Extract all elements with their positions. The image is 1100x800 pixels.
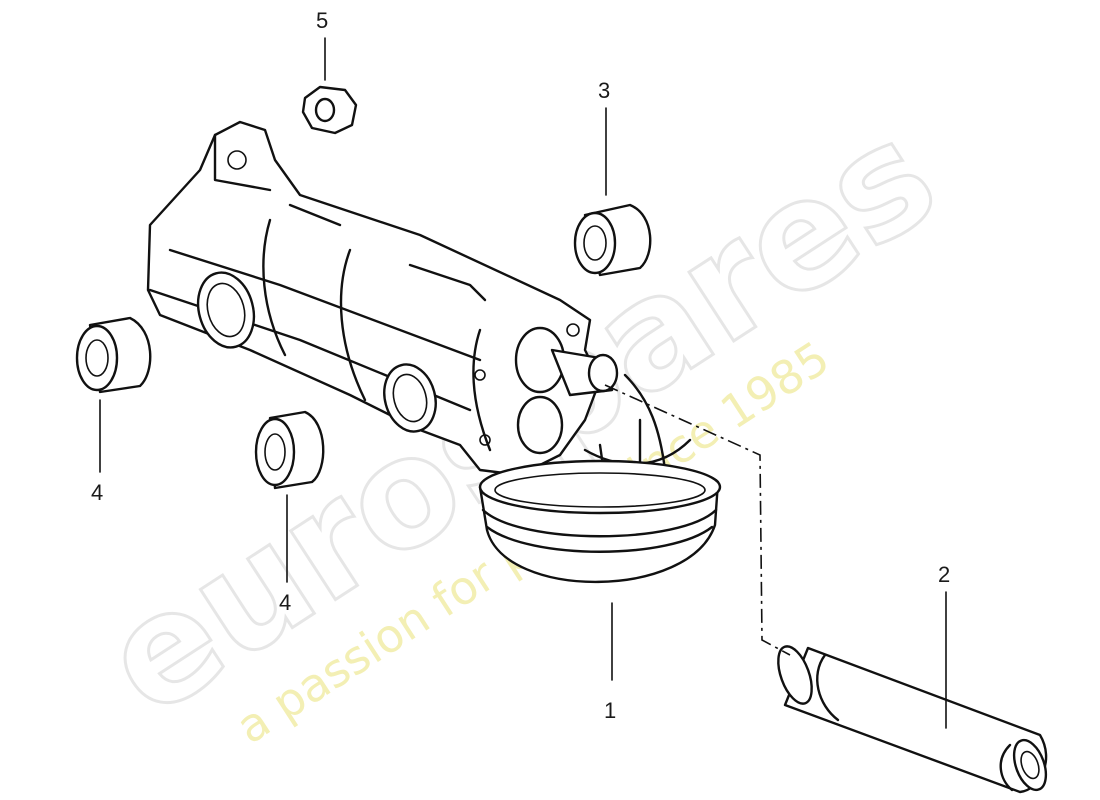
callout-5: 5 [316,8,328,33]
callout-4-left: 4 [91,480,103,505]
callout-4-lower: 4 [279,590,291,615]
callout-2: 2 [938,562,950,587]
axis-line [604,384,791,656]
pump-housing [146,120,619,477]
bushing-4-left [75,316,152,394]
leader-lines [99,37,947,729]
callout-3: 3 [598,78,610,103]
nut [301,85,358,135]
callouts: 5 3 4 4 1 2 [91,8,950,723]
drive-shaft [777,645,1048,794]
oil-strainer [478,373,722,584]
callout-1: 1 [604,698,616,723]
bushing-4-lower [254,410,325,490]
bushing-3 [573,203,652,277]
